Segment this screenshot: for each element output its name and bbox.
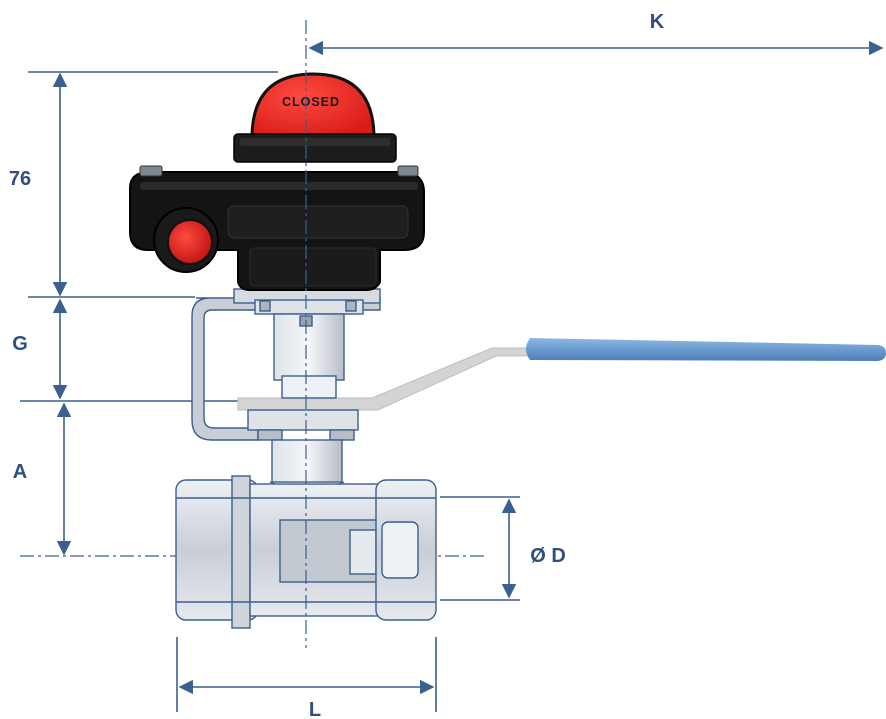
dimension-a-label: A (13, 461, 27, 483)
valve-body (175, 475, 437, 629)
dimension-g-label: G (12, 333, 28, 355)
dimension-76: 76 (9, 71, 278, 297)
dimension-l-label: L (309, 699, 321, 719)
dimension-d: Ø D (440, 496, 566, 601)
dimension-g: G (12, 296, 195, 400)
dimension-k: K (308, 11, 884, 56)
dimension-a: A (13, 400, 238, 556)
cable-gland-cap (167, 219, 213, 265)
valve-neck (271, 439, 343, 483)
screw-icon (139, 165, 163, 177)
limit-switch-box: CLOSED (129, 72, 425, 291)
dimension-k-label: K (650, 11, 665, 33)
screw-icon (397, 165, 419, 177)
position-indicator-dome (250, 72, 376, 140)
body-flange-ring (231, 475, 251, 629)
dimension-d-label: Ø D (530, 545, 566, 567)
lever-grip (526, 338, 886, 361)
dimension-76-label: 76 (9, 168, 31, 190)
dimension-l: L (176, 637, 437, 719)
position-indicator-status: CLOSED (282, 95, 340, 109)
bottom-flange (247, 409, 359, 431)
stem-coupling (281, 375, 337, 399)
valve-stem (247, 299, 364, 491)
